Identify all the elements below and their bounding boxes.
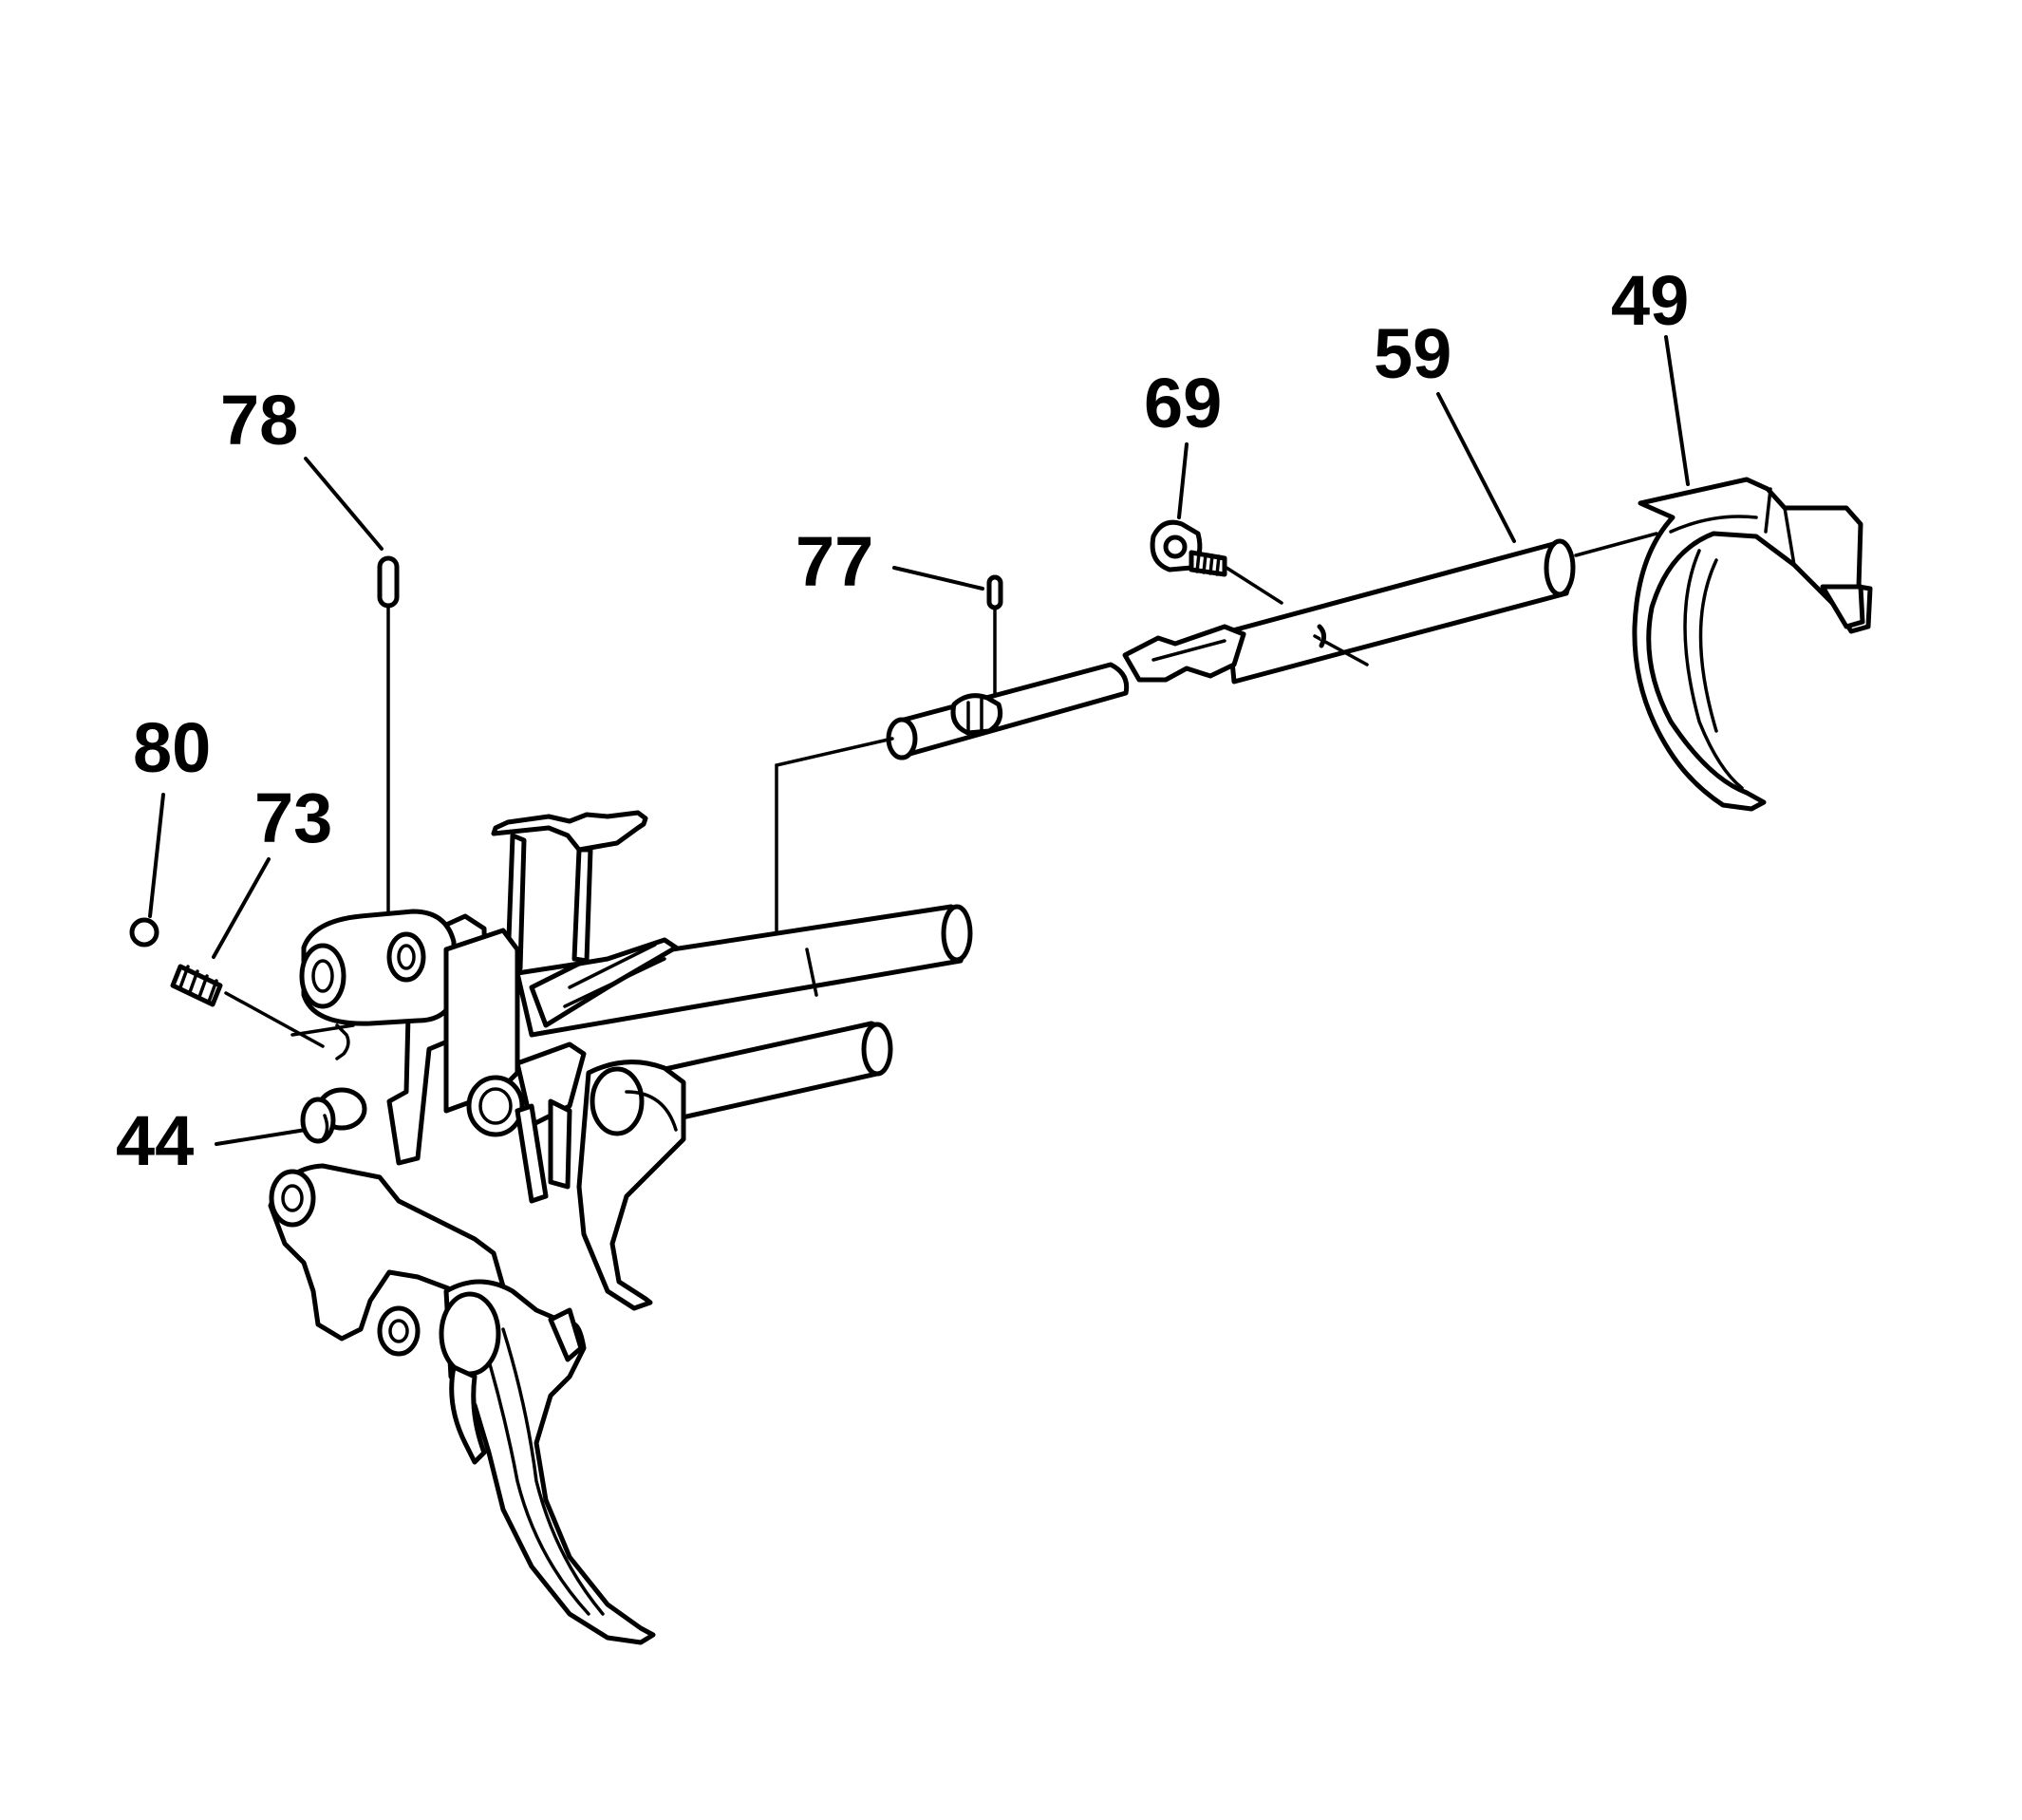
front-fork-main <box>443 1279 656 1645</box>
leader-59 <box>1436 392 1516 543</box>
leader-78 <box>304 457 384 551</box>
roll-pin-77 <box>986 574 1003 700</box>
callout-80: 80 <box>133 708 211 787</box>
callout-69: 69 <box>1144 364 1222 442</box>
callout-44: 44 <box>116 1101 194 1180</box>
detent-ball-80 <box>129 917 159 948</box>
callout-49: 49 <box>1611 261 1689 340</box>
shift-fork-49 <box>1632 477 1873 812</box>
roll-pin-78 <box>377 555 400 918</box>
leader-73 <box>212 857 271 959</box>
leader-80 <box>148 793 165 918</box>
callout-73: 73 <box>254 779 332 857</box>
leader-69 <box>1177 442 1189 519</box>
center-bolt <box>466 1075 525 1137</box>
plug-44 <box>300 1087 367 1144</box>
spring-73 <box>170 964 325 1048</box>
shift-rail-59 <box>775 532 1658 932</box>
leader-77 <box>892 566 984 591</box>
leader-44 <box>215 1128 308 1146</box>
callout-59: 59 <box>1374 314 1451 393</box>
callout-78: 78 <box>220 381 298 460</box>
leader-lines <box>148 335 1690 1146</box>
callout-77: 77 <box>796 522 873 601</box>
bolt-69 <box>1150 519 1283 605</box>
leader-49 <box>1664 335 1690 486</box>
shift-rail-assembly <box>268 810 973 1645</box>
